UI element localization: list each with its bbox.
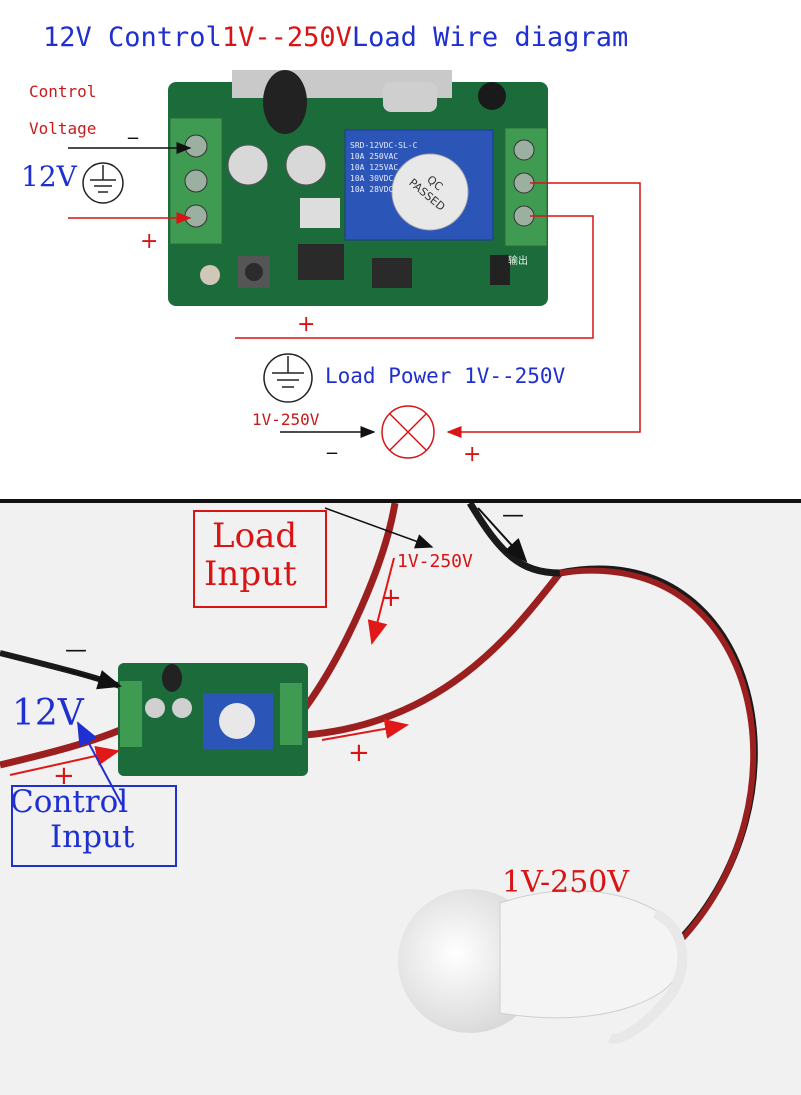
wiring-diagram-svg [68,70,641,459]
photo-output-plus: + [348,738,370,768]
control-red-cable [0,724,127,769]
control-input-label-2: Input [50,819,135,855]
relay-text: SRD-12VDC-SL-C [350,141,418,150]
lamp-symbol [381,405,435,459]
bulb-voltage-label: 1V-250V [502,865,630,900]
photo-control-plus: + [53,761,75,791]
section-divider [0,499,801,503]
relay-text: 10A 125VAC [350,163,399,172]
load-input-box [193,510,327,608]
antenna-coil [263,70,307,134]
load-red-input-cable [302,503,399,711]
control-voltage-label-1: Control [29,82,97,101]
output-silkscreen: 输出 [508,256,528,267]
photo-illustration-svg [0,503,758,1044]
control-minus-sign: _ [128,115,138,139]
ground-symbol-load [263,353,313,403]
title-part2: 1V--250V [221,22,352,53]
control-voltage-label-2: Voltage [29,119,97,138]
jumper [490,255,510,285]
terminal-screw [184,204,208,228]
load-input-label-2: Input [204,554,297,594]
title-part1: 12V Control [43,22,222,53]
load-output-wire [446,182,641,438]
terminal-screw [184,169,208,193]
load-power-wire [235,215,594,339]
capacitor [285,144,327,186]
photo-load-minus: — [502,503,524,528]
control-input-pointer [77,721,123,806]
control-positive-arrow [9,746,120,776]
learn-button-cap [245,263,263,281]
pin-header [300,198,340,228]
ic-chip [298,244,344,280]
load-output-arrow [321,718,409,741]
led-bulb [398,889,688,1044]
ground-symbol-control [82,162,124,204]
photo-control-minus: — [65,638,87,663]
photo-load-plus: + [380,583,402,613]
load-input-arrow [367,557,395,645]
load-negative-arrow [477,507,528,563]
terminal-screw [513,139,535,161]
relay-text: 10A 250VAC [350,152,399,161]
lamp-minus-sign: _ [327,430,337,454]
wiring-photo: Load Input 1V-250V + — — + 12V + Control… [0,503,801,1095]
load-plus-sign: + [297,312,316,337]
photo-relay-module [118,663,308,776]
bulb-red-cable [559,567,757,944]
relay-text: 10A 28VDC [350,185,394,194]
control-input-box [11,785,177,867]
lamp-plus-sign: + [463,442,482,467]
load-voltage-label: 1V-250V [252,410,320,429]
title-part3: Load Wire diagram [351,22,629,53]
photo-control-voltage: 12V [12,693,84,734]
load-power-label: Load Power 1V--250V [325,364,566,388]
relay-text: 10A 30VDC [350,174,394,183]
control-input-label-1: Control [10,784,129,820]
qc-badge [391,153,469,231]
load-input-label-1: Load [212,516,298,556]
terminal-screw [184,134,208,158]
photo-load-voltage: 1V-250V [397,551,473,572]
relay-markings: SRD-12VDC-SL-C 10A 250VAC 10A 125VAC 10A… [350,140,490,195]
load-input-pointer [324,507,434,549]
capacitor [478,82,506,110]
control-negative-arrow [59,667,122,690]
control-plus-sign: + [140,229,159,254]
load-red-output-cable [304,570,563,739]
ic-chip [372,258,412,288]
capacitor [227,144,269,186]
led [200,265,220,285]
diagram-title: 12V Control1V--250VLoad Wire diagram [43,22,628,53]
crystal [383,82,437,112]
control-voltage-value: 12V [21,160,77,193]
relay-module-board [168,70,548,306]
